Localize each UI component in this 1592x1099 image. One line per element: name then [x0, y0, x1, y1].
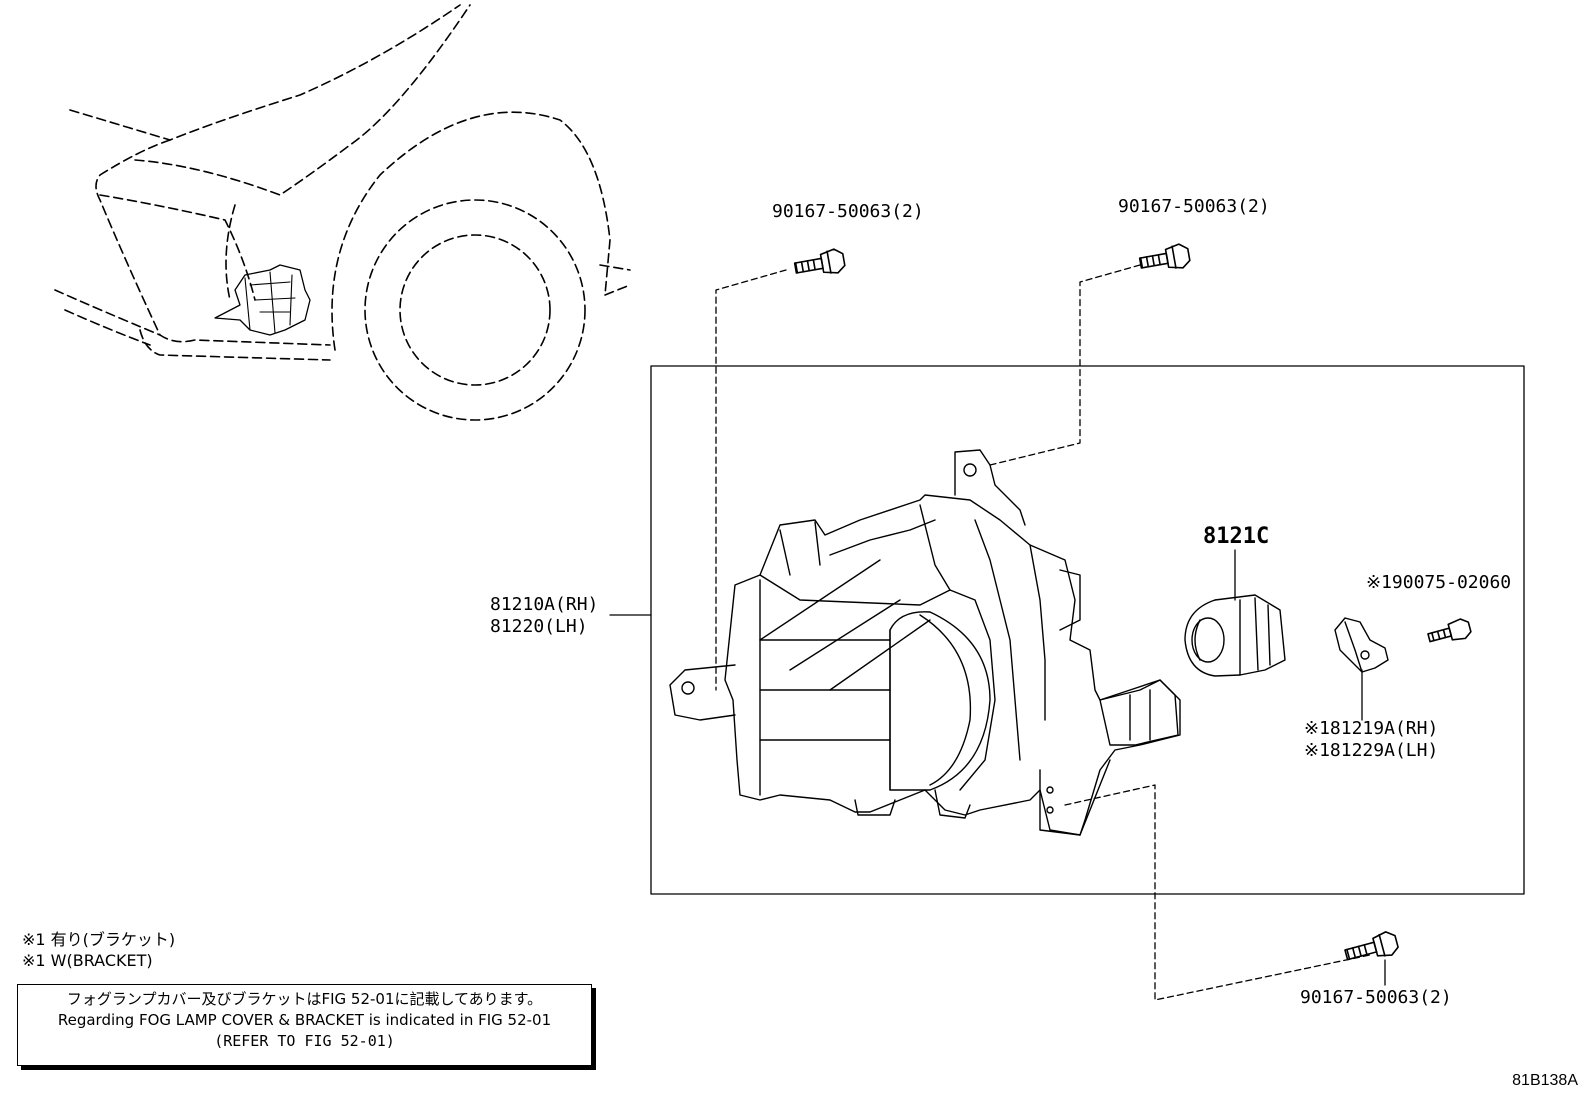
- note-en-with-bracket: ※1 W(BRACKET): [22, 951, 153, 970]
- part-number-bracket-rh: ※181219A(RH): [1304, 718, 1439, 739]
- part-number-fog-lamp-lh: 81220(LH): [490, 616, 588, 637]
- bolt-icon: [1344, 931, 1399, 961]
- notice-line-ref: (REFER TO FIG 52-01): [214, 1032, 395, 1050]
- note-jp-with-bracket: ※1 有り(ブラケット): [22, 930, 176, 949]
- screw-icon: [1427, 618, 1472, 643]
- bulb-socket-icon: [1184, 594, 1286, 677]
- part-number-screw: ※190075-02060: [1366, 572, 1512, 593]
- reference-notice-box: フォグランプカバー及びブラケットはFIG 52-01に記載してあります。 Reg…: [17, 984, 592, 1066]
- assembly-frame: [650, 365, 1525, 895]
- notice-line-jp: フォグランプカバー及びブラケットはFIG 52-01に記載してあります。: [66, 990, 543, 1008]
- part-number-bolt-top-left: 90167-50063(2): [772, 201, 924, 222]
- part-number-bracket-lh: ※181229A(LH): [1304, 740, 1439, 761]
- part-number-bulb: 8121C: [1203, 524, 1270, 549]
- figure-code: 81B138A: [1512, 1072, 1578, 1089]
- fog-lamp-assembly: [669, 449, 1181, 836]
- bolt-icon: [793, 248, 846, 274]
- vehicle-overview: [54, 4, 631, 421]
- part-number-fog-lamp-rh: 81210A(RH): [490, 594, 599, 615]
- bolt-icon: [1138, 243, 1191, 269]
- bracket-icon: [1334, 617, 1389, 673]
- notice-line-en: Regarding FOG LAMP COVER & BRACKET is in…: [57, 1011, 552, 1029]
- part-number-bolt-bottom: 90167-50063(2): [1300, 987, 1452, 1008]
- part-number-bolt-top-right: 90167-50063(2): [1118, 196, 1270, 217]
